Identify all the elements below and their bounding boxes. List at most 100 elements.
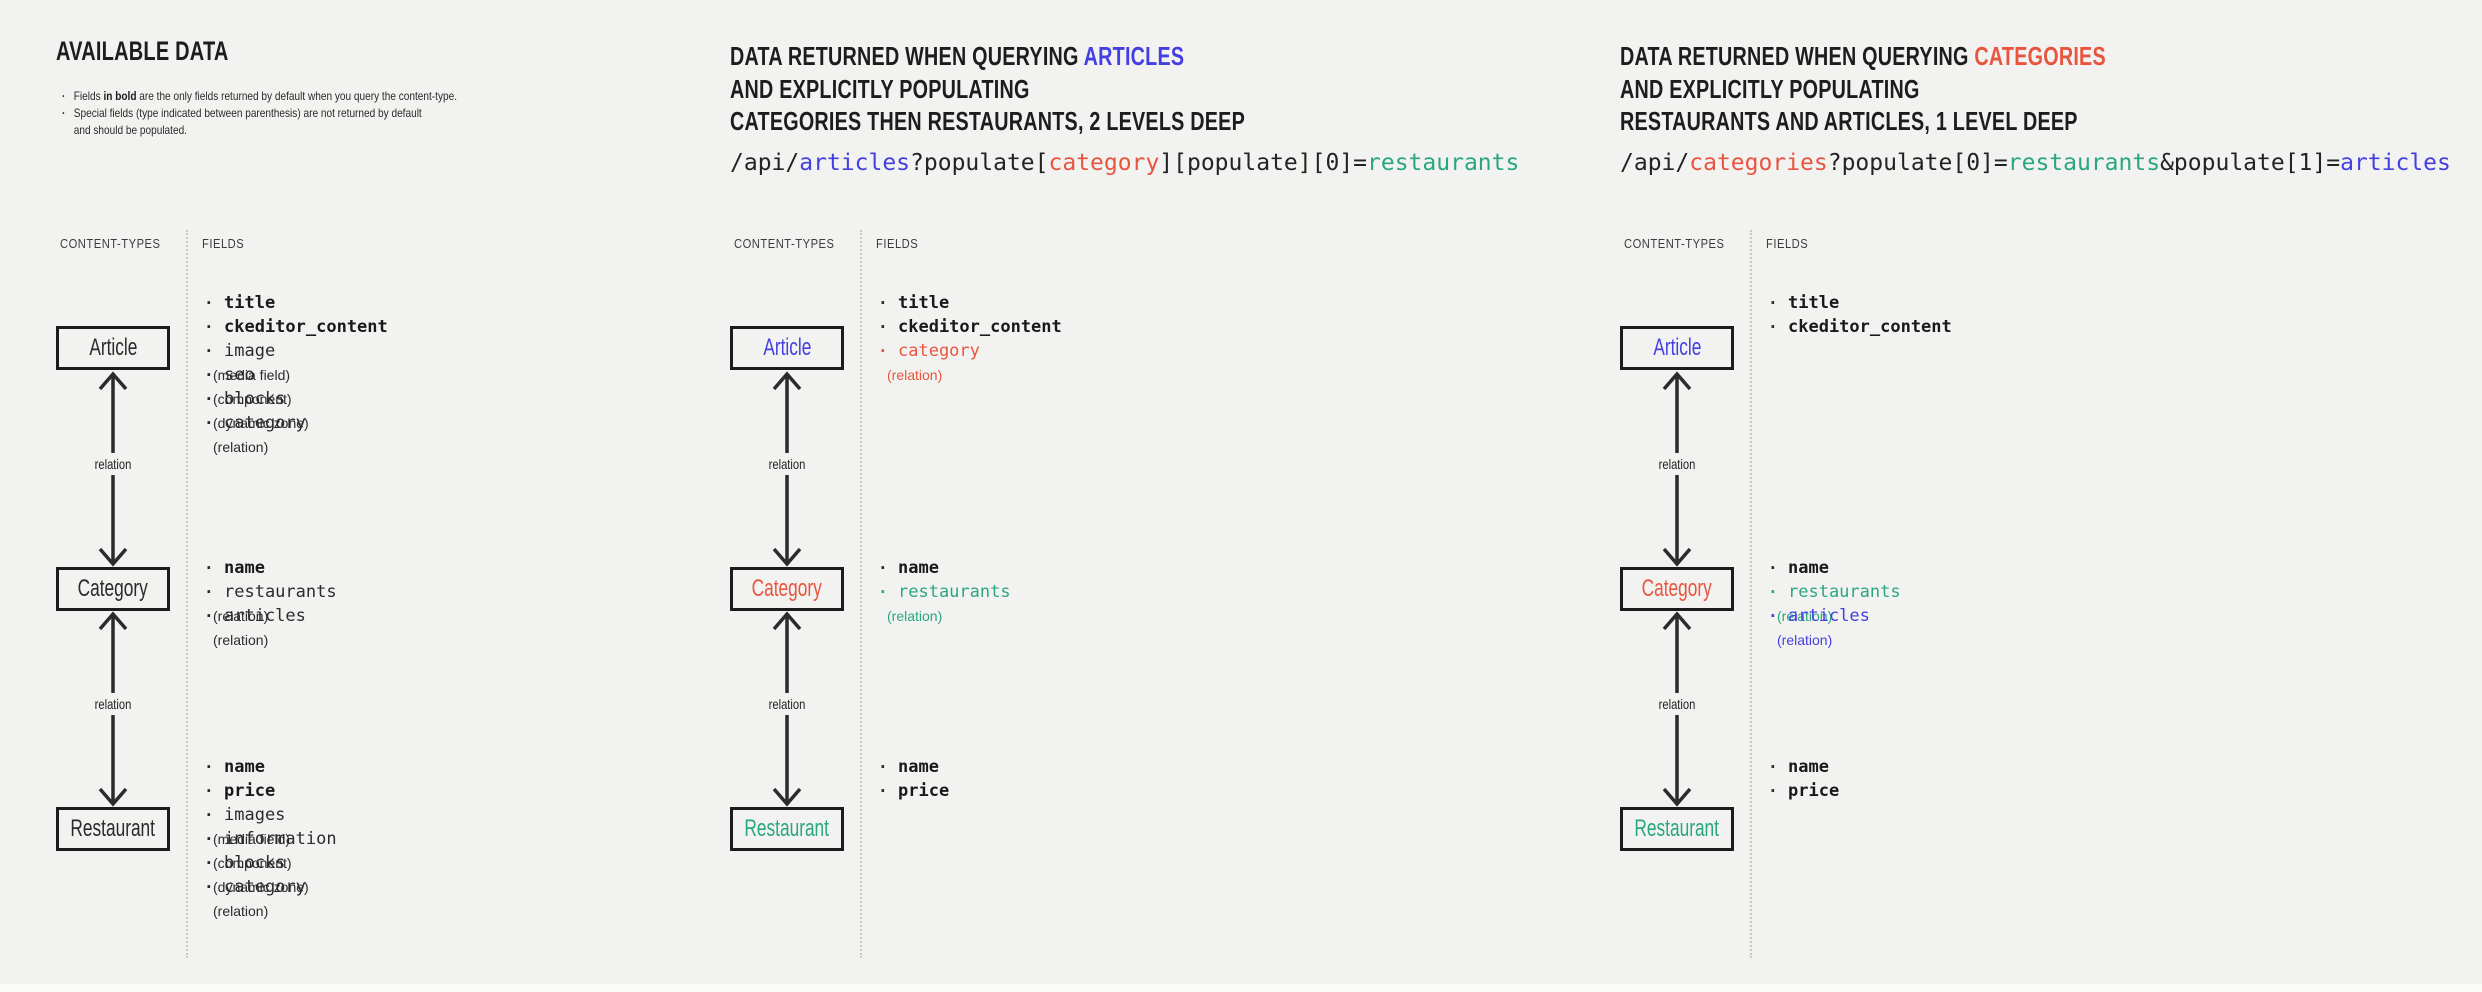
field-row: · articles (relation) bbox=[1768, 604, 1901, 648]
field-name: category bbox=[224, 877, 306, 897]
content-type-box-category: Category bbox=[56, 567, 170, 611]
column-header-content-types: CONTENT-TYPES bbox=[60, 236, 161, 251]
field-name: category bbox=[898, 341, 980, 361]
field-row: ·images(media field) bbox=[204, 803, 337, 847]
field-bullet-icon: · bbox=[204, 413, 214, 432]
field-name: articles bbox=[224, 606, 306, 626]
field-type-note: (component) bbox=[213, 855, 292, 871]
field-name: name bbox=[224, 558, 265, 578]
field-name: seo bbox=[224, 365, 255, 385]
field-row: ·category(relation) bbox=[204, 411, 388, 455]
legend-note-item: · Special fields (type indicated between … bbox=[62, 105, 457, 139]
field-bullet-icon: · bbox=[204, 805, 214, 824]
field-bullet-icon: · bbox=[1768, 781, 1778, 800]
field-name: articles bbox=[1788, 606, 1870, 626]
field-type-note: (relation) bbox=[213, 439, 269, 455]
api-query-segment: ][populate][0]= bbox=[1159, 150, 1368, 176]
relation-label: relation bbox=[93, 453, 133, 475]
column-header-content-types: CONTENT-TYPES bbox=[1624, 236, 1725, 251]
field-name: blocks bbox=[224, 853, 286, 873]
field-type-note: (relation) bbox=[213, 903, 269, 919]
content-type-label: Article bbox=[1652, 334, 1702, 361]
field-bullet-icon: · bbox=[1768, 757, 1778, 776]
content-type-box-article: Article bbox=[1620, 326, 1734, 370]
field-name: restaurants bbox=[898, 582, 1011, 602]
bottom-strip bbox=[0, 984, 2482, 992]
field-row: ·title bbox=[1768, 291, 1952, 315]
api-query-segment: restaurants bbox=[1367, 150, 1520, 176]
legend-note-segment: in bold bbox=[103, 89, 137, 103]
field-row: ·name bbox=[204, 755, 337, 779]
note-bullet-icon: · bbox=[62, 106, 66, 120]
field-list-restaurant: ·name·price bbox=[1768, 755, 1839, 803]
field-type-note: (dynamic zone) bbox=[213, 415, 309, 431]
field-row: ·image(media field) bbox=[204, 339, 388, 383]
field-bullet-icon: · bbox=[204, 781, 214, 800]
column-header-content-types: CONTENT-TYPES bbox=[734, 236, 835, 251]
field-bullet-icon: · bbox=[204, 829, 214, 848]
api-query-segment: articles bbox=[2340, 150, 2451, 176]
content-type-box-restaurant: Restaurant bbox=[1620, 807, 1734, 851]
field-row: ·blocks(dynamic zone) bbox=[204, 851, 337, 895]
page-title: AVAILABLE DATA bbox=[56, 36, 229, 66]
content-type-label: Article bbox=[88, 334, 138, 361]
field-list-restaurant: ·name·price·images(media field)·informat… bbox=[204, 755, 337, 919]
content-type-label: Category bbox=[751, 575, 823, 602]
field-type-note: (relation) bbox=[1777, 632, 1833, 648]
field-name: title bbox=[224, 293, 276, 313]
title-segment: ARTICLES bbox=[1083, 41, 1185, 71]
legend-note-segment: Fields bbox=[73, 89, 104, 103]
field-row: ·name bbox=[878, 556, 1011, 580]
title-segment: CATEGORIES bbox=[1974, 41, 2106, 71]
field-row: ·price bbox=[878, 779, 949, 803]
field-bullet-icon: · bbox=[204, 853, 214, 872]
field-bullet-icon: · bbox=[1768, 317, 1778, 336]
field-name: title bbox=[898, 293, 950, 313]
title-segment: DATA RETURNED WHEN QUERYING bbox=[730, 41, 1084, 71]
relation-label: relation bbox=[1657, 453, 1697, 475]
column-divider bbox=[1750, 230, 1752, 958]
field-bullet-icon: · bbox=[878, 558, 888, 577]
field-bullet-icon: · bbox=[204, 606, 214, 625]
field-row: ·name bbox=[878, 755, 949, 779]
content-type-label: Restaurant bbox=[1634, 815, 1720, 842]
field-row: ·ckeditor_content bbox=[204, 315, 388, 339]
api-query-segment: articles bbox=[799, 150, 911, 176]
content-type-label: Category bbox=[1641, 575, 1713, 602]
api-query-segment: restaurants bbox=[2007, 150, 2161, 176]
field-name: image bbox=[224, 341, 276, 361]
field-row: ·restaurants(relation) bbox=[204, 580, 337, 624]
field-bullet-icon: · bbox=[204, 389, 214, 408]
field-bullet-icon: · bbox=[204, 582, 214, 601]
relation-label: relation bbox=[1657, 693, 1697, 715]
api-query-segment: /api/ bbox=[730, 150, 800, 176]
field-name: restaurants bbox=[1788, 582, 1901, 602]
column-divider bbox=[186, 230, 188, 958]
field-bullet-icon: · bbox=[204, 365, 214, 384]
field-bullet-icon: · bbox=[1768, 558, 1778, 577]
title-segment: RESTAURANTS AND ARTICLES, 1 LEVEL DEEP bbox=[1620, 106, 2078, 136]
field-name: name bbox=[1788, 558, 1829, 578]
api-query-segment: ?populate[0]= bbox=[1827, 150, 2008, 176]
field-list-article: ·title·ckeditor_content bbox=[1768, 291, 1952, 339]
title-segment: AND EXPLICITLY POPULATING bbox=[1620, 73, 1920, 104]
field-bullet-icon: · bbox=[878, 293, 888, 312]
field-bullet-icon: · bbox=[204, 558, 214, 577]
api-query-segment: ?populate[ bbox=[910, 150, 1049, 176]
legend-note-segment: Special fields (type indicated between p… bbox=[73, 106, 422, 137]
content-type-box-category: Category bbox=[1620, 567, 1734, 611]
title-line: CATEGORIES THEN RESTAURANTS, 2 LEVELS DE… bbox=[730, 105, 1245, 138]
field-row: ·category(relation) bbox=[204, 875, 337, 919]
relation-label: relation bbox=[93, 693, 133, 715]
field-row: · name bbox=[204, 556, 337, 580]
field-row: · name bbox=[1768, 556, 1901, 580]
field-list-category: ·name·restaurants(relation) bbox=[878, 556, 1011, 624]
field-name: price bbox=[898, 781, 950, 801]
column-header-fields: FIELDS bbox=[876, 236, 919, 251]
field-row: ·restaurants(relation) bbox=[1768, 580, 1901, 624]
field-bullet-icon: · bbox=[1768, 606, 1778, 625]
field-name: name bbox=[224, 757, 265, 777]
field-name: images bbox=[224, 805, 286, 825]
title-line: AND EXPLICITLY POPULATING bbox=[730, 73, 1245, 106]
